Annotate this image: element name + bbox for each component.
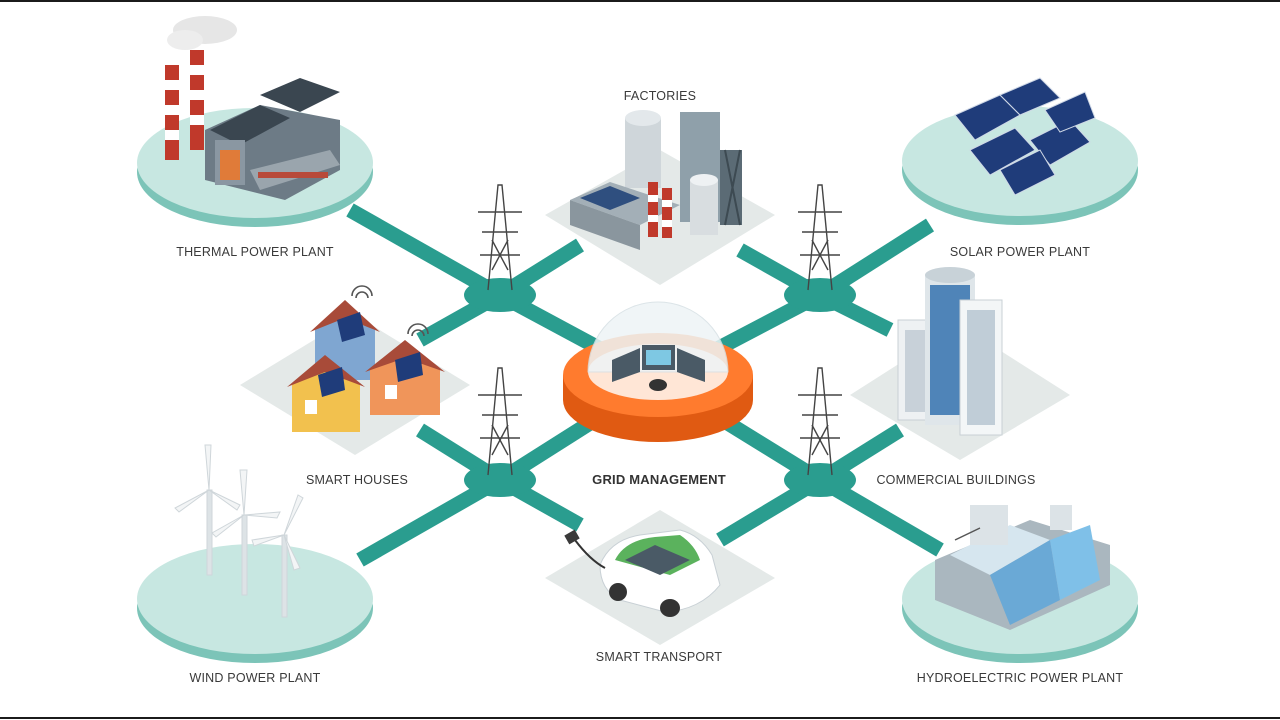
hydro-dam-icon (935, 505, 1110, 630)
pylon-icon (478, 367, 522, 476)
label-factories: FACTORIES (623, 89, 697, 103)
commercial-buildings-icon (897, 267, 1003, 436)
pylon-icon (798, 367, 842, 476)
label-wind-power-plant: WIND POWER PLANT (189, 671, 321, 685)
junction-node (464, 278, 536, 312)
label-solar-power-plant: SOLAR POWER PLANT (949, 245, 1091, 259)
label-commercial-buildings: COMMERCIAL BUILDINGS (876, 473, 1036, 487)
wind-platform (137, 544, 373, 663)
junction-node (784, 278, 856, 312)
junction-node (464, 463, 536, 497)
thermal-plant-icon (165, 16, 340, 200)
label-grid-management: GRID MANAGEMENT (592, 472, 726, 487)
wind-turbines-icon (174, 444, 304, 618)
label-hydroelectric-power-plant: HYDROELECTRIC POWER PLANT (916, 671, 1124, 685)
grid-management-hub (563, 301, 753, 442)
pylon-icons (478, 184, 842, 476)
label-thermal-power-plant: THERMAL POWER PLANT (176, 245, 334, 259)
junction-node (784, 463, 856, 497)
label-smart-houses: SMART HOUSES (306, 473, 408, 487)
label-smart-transport: SMART TRANSPORT (595, 650, 723, 664)
smart-car-icon (564, 529, 721, 617)
junctions (464, 278, 856, 497)
smart-houses-icon (287, 285, 445, 432)
pylon-icon (478, 184, 522, 291)
top-border (0, 0, 1280, 2)
factory-icon (570, 110, 742, 250)
solar-panels-icon (954, 77, 1096, 196)
pylon-icon (798, 184, 842, 291)
bottom-border (0, 717, 1280, 719)
